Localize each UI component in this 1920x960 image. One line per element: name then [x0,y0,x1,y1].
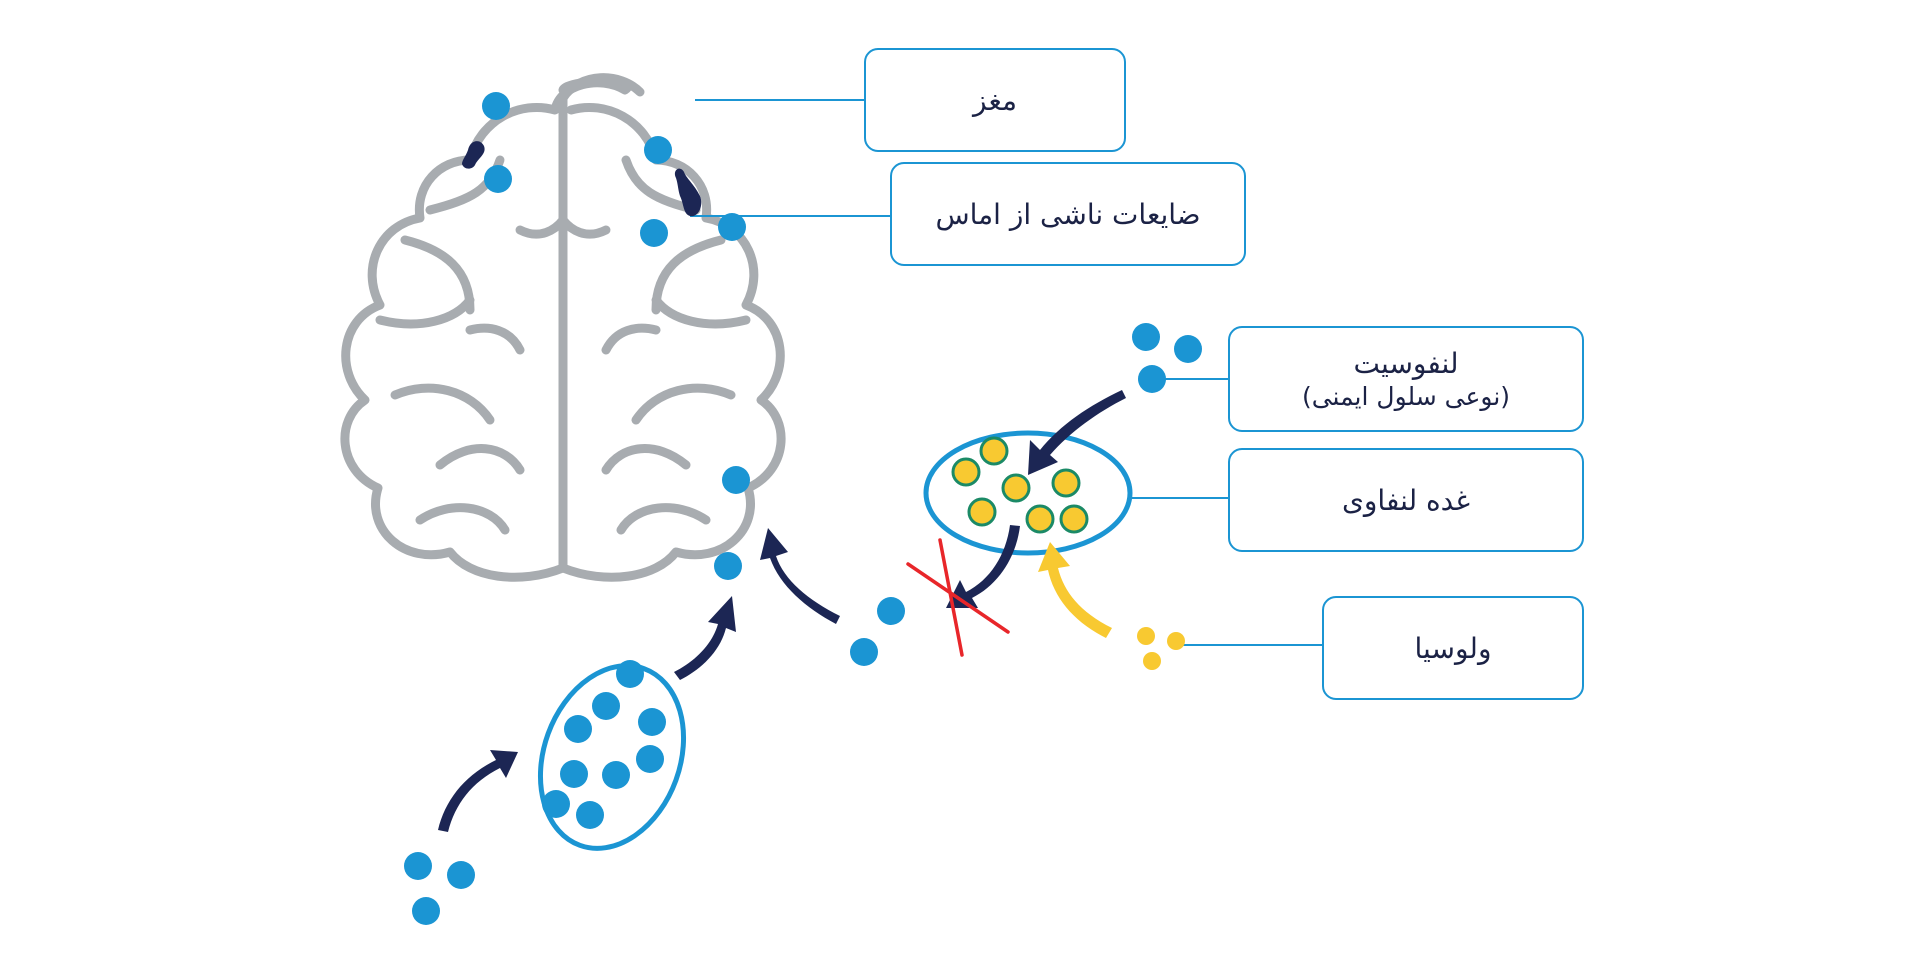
lymphocyte-label-box: لنفوسیت (نوعی سلول ایمنی) [1228,326,1584,432]
node-lymphocyte-cells [951,436,1089,534]
lesions-label-box: ضایعات ناشی از اماس [890,162,1246,266]
lymphocyte-note: (نوعی سلول ایمنی) [1301,381,1511,411]
brain-icon [340,73,786,582]
lymph-node-icon [537,663,687,851]
vedolizumab-label-box: ولوسیا [1322,596,1584,700]
lymphocyte-label: لنفوسیت [1353,346,1459,380]
brain-label: مغز [973,83,1017,117]
vedolizumab-drug-icon [1137,627,1185,670]
lesion-icon [462,141,702,217]
brain-label-box: مغز [864,48,1126,152]
connector-lines [690,99,1322,646]
drug-arrow [1038,542,1112,638]
blocked-x-icon [906,538,1010,657]
migration-arrows [438,390,1126,832]
lymph-node-label-box: غده لنفاوی [1228,448,1584,552]
vedolizumab-label: ولوسیا [1414,631,1492,665]
lymphocyte-cell-icon [404,92,1202,925]
lymph-node-label: غده لنفاوی [1341,483,1471,517]
lesions-label: ضایعات ناشی از اماس [935,197,1201,231]
